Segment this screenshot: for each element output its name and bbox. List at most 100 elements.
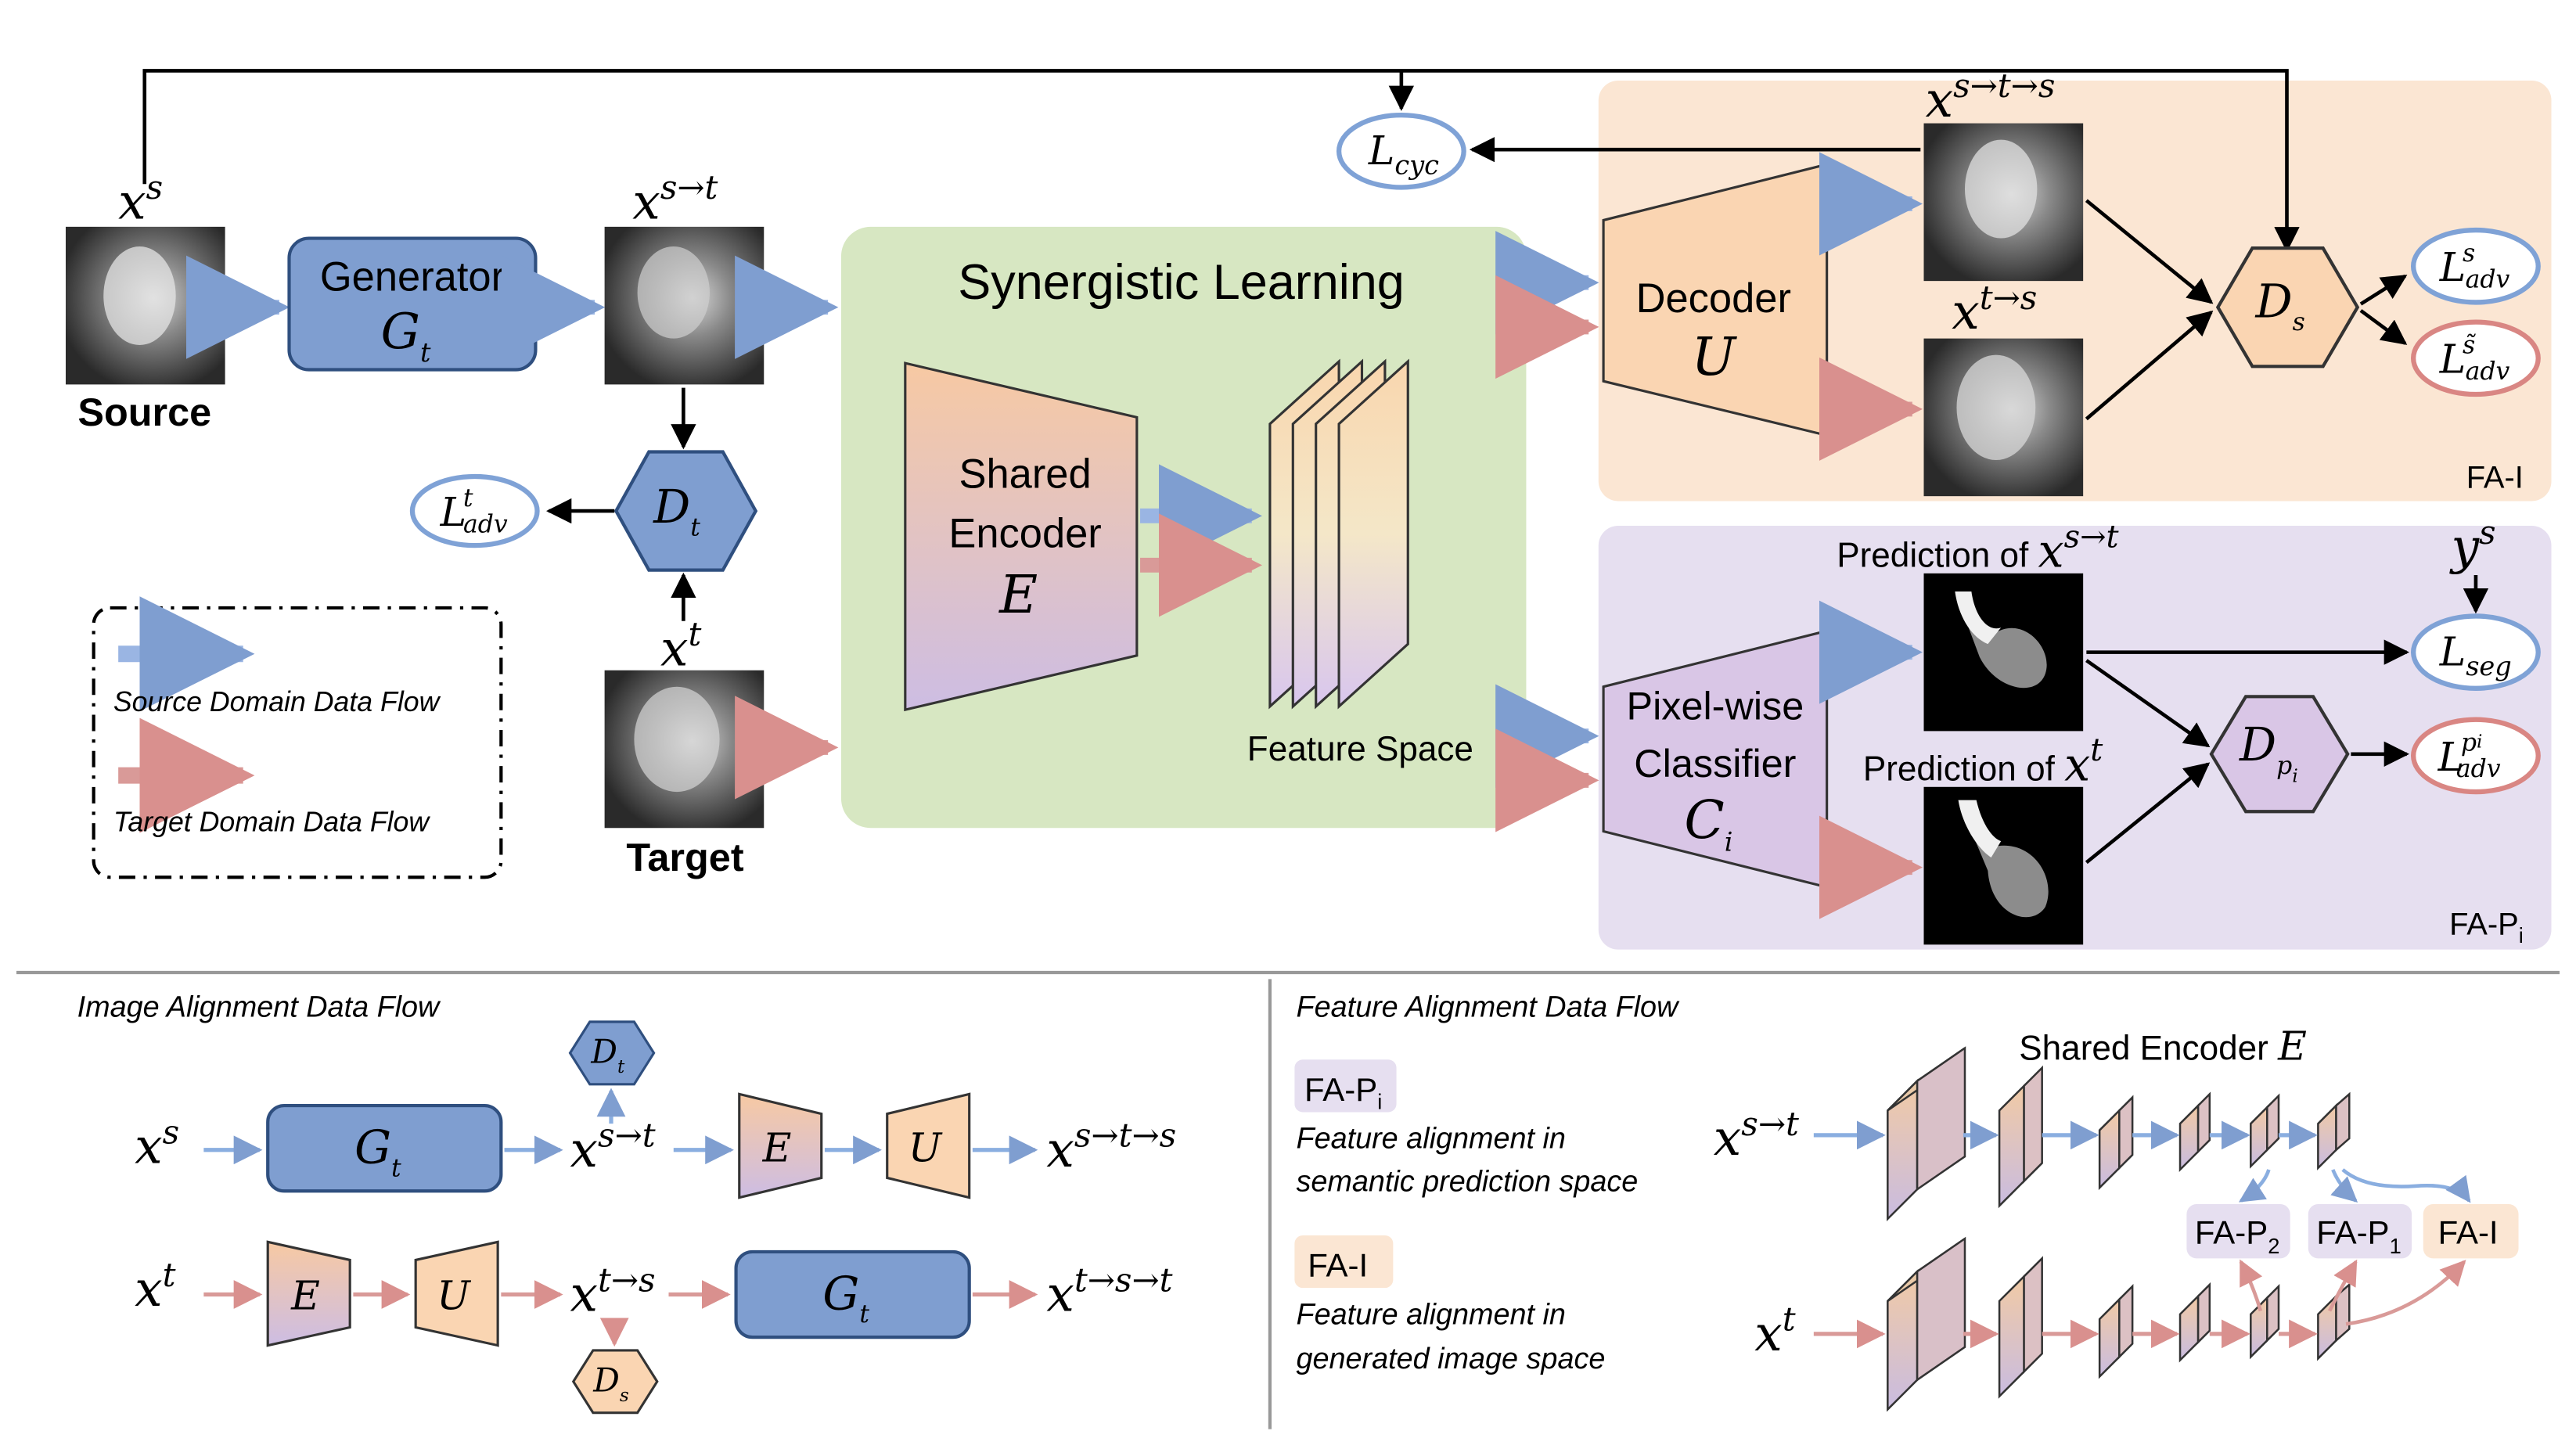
row1-u-shape — [886, 1092, 971, 1199]
arrow-xsts-ds — [2085, 199, 2214, 304]
row1-g-text: Gt — [354, 1120, 401, 1183]
row2-ds-text: Ds — [592, 1361, 629, 1406]
row2-u-text: U — [437, 1272, 471, 1318]
legend-target-text: Target Domain Data Flow — [113, 806, 431, 837]
source-heart — [103, 246, 176, 346]
pred-xt-label: Prediction of xt — [1863, 732, 2103, 791]
ds-hexagon — [2215, 246, 2360, 369]
l-adv-stilde-text: Ls̃adv — [2439, 332, 2510, 387]
generator-symbol: Gt — [381, 303, 431, 368]
xsts-label: xs→t→s — [1926, 67, 2056, 128]
row1-u-text: U — [908, 1124, 943, 1170]
row1-mid: xs→t — [570, 1116, 656, 1178]
l-cyc-text: Lcyc — [1368, 128, 1439, 181]
row2-mid: xt→s — [570, 1260, 656, 1322]
cycle-line — [142, 69, 2300, 253]
arrow-ds-ladv-st — [2359, 309, 2408, 345]
encoder-cubes-row1 — [1887, 1046, 2351, 1221]
xst-label: xs→t — [632, 168, 718, 230]
fa-input2: xt — [1754, 1300, 1796, 1362]
row2-g-text: Gt — [822, 1266, 869, 1329]
encoder-line2: Encoder — [948, 510, 1101, 556]
row1-start: xs — [135, 1113, 179, 1174]
fa-p-label: FA-Pi — [2449, 908, 2524, 947]
fa-i-bottom-curve — [2345, 1260, 2466, 1326]
l-seg-text: Lseg — [2439, 628, 2512, 681]
row1-g-box — [266, 1103, 503, 1193]
classifier-line1: Pixel-wise — [1626, 684, 1804, 728]
fa-i-box-text: FA-I — [2438, 1213, 2499, 1250]
fa-i-top-curve — [2341, 1168, 2471, 1203]
source-label: Source — [77, 390, 211, 434]
row2-e-text: E — [290, 1272, 320, 1318]
image-alignment-title: Image Alignment Data Flow — [77, 991, 441, 1024]
dt-hexagon — [613, 450, 758, 572]
l-cyc-loss — [1336, 112, 1466, 190]
fa-p-tag: FA-Pi — [1304, 1071, 1382, 1113]
xst-heart — [637, 246, 710, 339]
fa-i-desc1: Feature alignment in — [1296, 1298, 1565, 1331]
l-adv-p-loss — [2411, 717, 2541, 795]
pred-xt-mask — [1958, 800, 2049, 918]
row2-u-shape — [414, 1240, 499, 1347]
fa-i-tag: FA-I — [1308, 1246, 1368, 1283]
fa-p2-bottom-curve — [2239, 1259, 2263, 1312]
fa-input1: xs→t — [1714, 1105, 1799, 1167]
fa-encoder-title: Shared Encoder E — [2019, 1023, 2307, 1069]
fa-i-box — [2423, 1204, 2519, 1259]
encoder-line1: Shared — [959, 451, 1091, 498]
encoder-cubes-row2 — [1887, 1236, 2351, 1412]
pred-xst-mask — [1955, 591, 2047, 689]
l-adv-t-loss — [409, 473, 540, 548]
fa-i-tag-bg — [1294, 1235, 1394, 1289]
fa-p-desc2: semantic prediction space — [1296, 1165, 1638, 1198]
row1-dt-text: Dt — [590, 1032, 625, 1077]
fa-p1-box — [2308, 1204, 2412, 1259]
xt-label: xt — [660, 615, 702, 677]
xsts-heart — [1964, 139, 2038, 239]
l-seg-loss — [2411, 613, 2541, 691]
l-adv-s-loss — [2411, 227, 2541, 305]
xs-label: xs — [118, 168, 163, 230]
xts-heart — [1956, 354, 2036, 460]
fa-p-desc1: Feature alignment in — [1296, 1123, 1565, 1156]
arrow-predxt-dp — [2085, 762, 2211, 865]
encoder-symbol: E — [998, 564, 1038, 625]
ds-symbol: Ds — [2254, 274, 2304, 336]
row2-end: xt→s→t — [1046, 1260, 1172, 1322]
dp-hexagon — [2209, 695, 2350, 814]
fa-p2-text: FA-P2 — [2195, 1213, 2279, 1258]
arrow-ds-ladv-s — [2359, 274, 2408, 306]
row2-ds-hex — [571, 1349, 659, 1415]
l-adv-stilde-loss — [2411, 319, 2541, 397]
target-label: Target — [626, 835, 743, 879]
fa-i-desc2: generated image space — [1296, 1343, 1605, 1375]
row1-end: xs→t→s — [1046, 1116, 1176, 1178]
decoder-label: Decoder — [1636, 275, 1791, 322]
row1-e-shape — [738, 1092, 823, 1199]
row2-e-shape — [266, 1240, 351, 1347]
generator-label: Generator — [320, 254, 505, 300]
fa-p2-box — [2186, 1204, 2290, 1259]
row2-start: xt — [135, 1256, 176, 1318]
pred-xt-mask-inner — [1958, 800, 2002, 858]
row1-dt-hex — [568, 1020, 656, 1086]
synergy-title: Synergistic Learning — [958, 255, 1405, 310]
pred-xst-label: Prediction of xs→t — [1837, 519, 2119, 577]
fa-p1-top-curve — [2330, 1169, 2358, 1203]
fa-p-tag-bg — [1294, 1059, 1397, 1113]
arrow-predxst-dp — [2085, 659, 2211, 748]
fa-p1-bottom-curve — [2328, 1259, 2358, 1312]
xts-label: xt→s — [1952, 279, 2037, 340]
legend-source-text: Source Domain Data Flow — [113, 686, 441, 717]
dp-symbol: Dpi — [2239, 717, 2298, 786]
pred-xst-mask-inner — [1955, 591, 2002, 645]
shared-encoder-shape — [904, 361, 1139, 712]
ys-label: ys — [2448, 513, 2495, 575]
legend-box — [92, 606, 503, 879]
fa-p1-text: FA-P1 — [2316, 1213, 2401, 1258]
fa-i-label: FA-I — [2466, 461, 2524, 495]
